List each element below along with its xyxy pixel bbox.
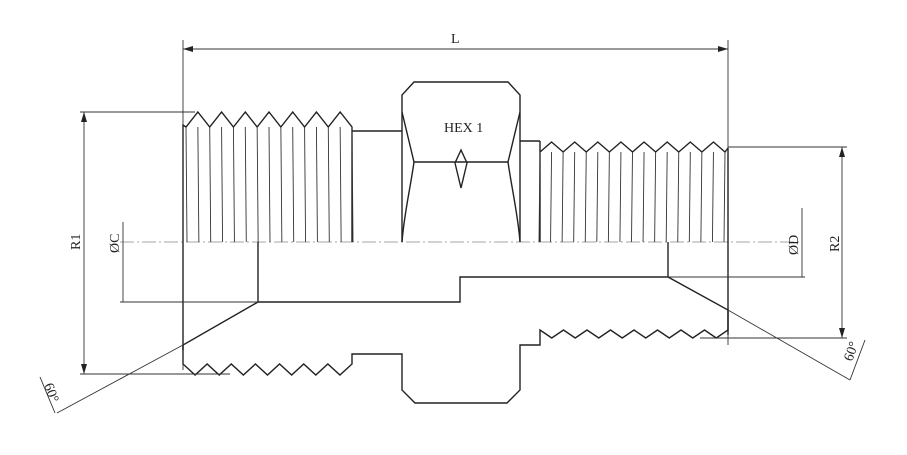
thread-line: [197, 126, 200, 243]
thread-line: [232, 126, 235, 243]
hex-body: HEX 1: [352, 81, 540, 243]
thread-line: [315, 126, 318, 243]
label-hex: HEX 1: [444, 121, 483, 136]
thread-line: [221, 126, 224, 243]
label-r1: R1: [69, 234, 84, 250]
thread-line: [665, 151, 668, 243]
thread-line: [268, 126, 271, 243]
thread-line: [327, 126, 330, 243]
thread-outline: [182, 110, 729, 243]
thread-line: [723, 151, 726, 243]
thread-line: [677, 151, 680, 243]
thread-line: [339, 126, 342, 243]
dimension-r1: R1: [69, 111, 230, 375]
thread-line: [185, 126, 188, 243]
thread-line: [538, 151, 541, 243]
thread-line: [700, 151, 703, 243]
thread-line: [631, 151, 633, 243]
thread-line: [209, 126, 212, 243]
label-r2: R2: [828, 236, 843, 252]
dimension-r2: R2: [700, 146, 847, 339]
thread-line: [584, 151, 587, 243]
thread-line: [619, 151, 622, 243]
thread-line: [607, 151, 610, 243]
label-l: L: [451, 32, 460, 47]
thread-line: [292, 126, 295, 243]
thread-line: [654, 151, 657, 243]
thread-line: [711, 151, 714, 243]
thread-line: [351, 126, 354, 243]
thread-line: [573, 151, 576, 243]
thread-right-crest: [539, 141, 729, 242]
thread-line: [256, 126, 259, 243]
angle-left: 60°: [39, 344, 184, 414]
dimension-d: ØD: [668, 208, 805, 278]
label-angle-left: 60°: [40, 381, 61, 405]
label-d: ØD: [787, 235, 802, 255]
label-angle-right: 60°: [842, 340, 863, 364]
section-hatched: [182, 276, 729, 404]
thread-line: [561, 151, 564, 243]
thread-line: [688, 151, 691, 243]
thread-left-crest: [182, 110, 353, 242]
thread-line: [244, 126, 247, 243]
angle-right: 60°: [727, 309, 866, 381]
dimension-c: ØC: [108, 222, 258, 303]
thread-line: [642, 151, 645, 243]
thread-line: [550, 151, 553, 243]
thread-line: [304, 126, 307, 243]
label-c: ØC: [108, 234, 123, 253]
bore-outline: [182, 148, 729, 350]
thread-line: [596, 151, 599, 243]
thread-line: [280, 126, 283, 243]
